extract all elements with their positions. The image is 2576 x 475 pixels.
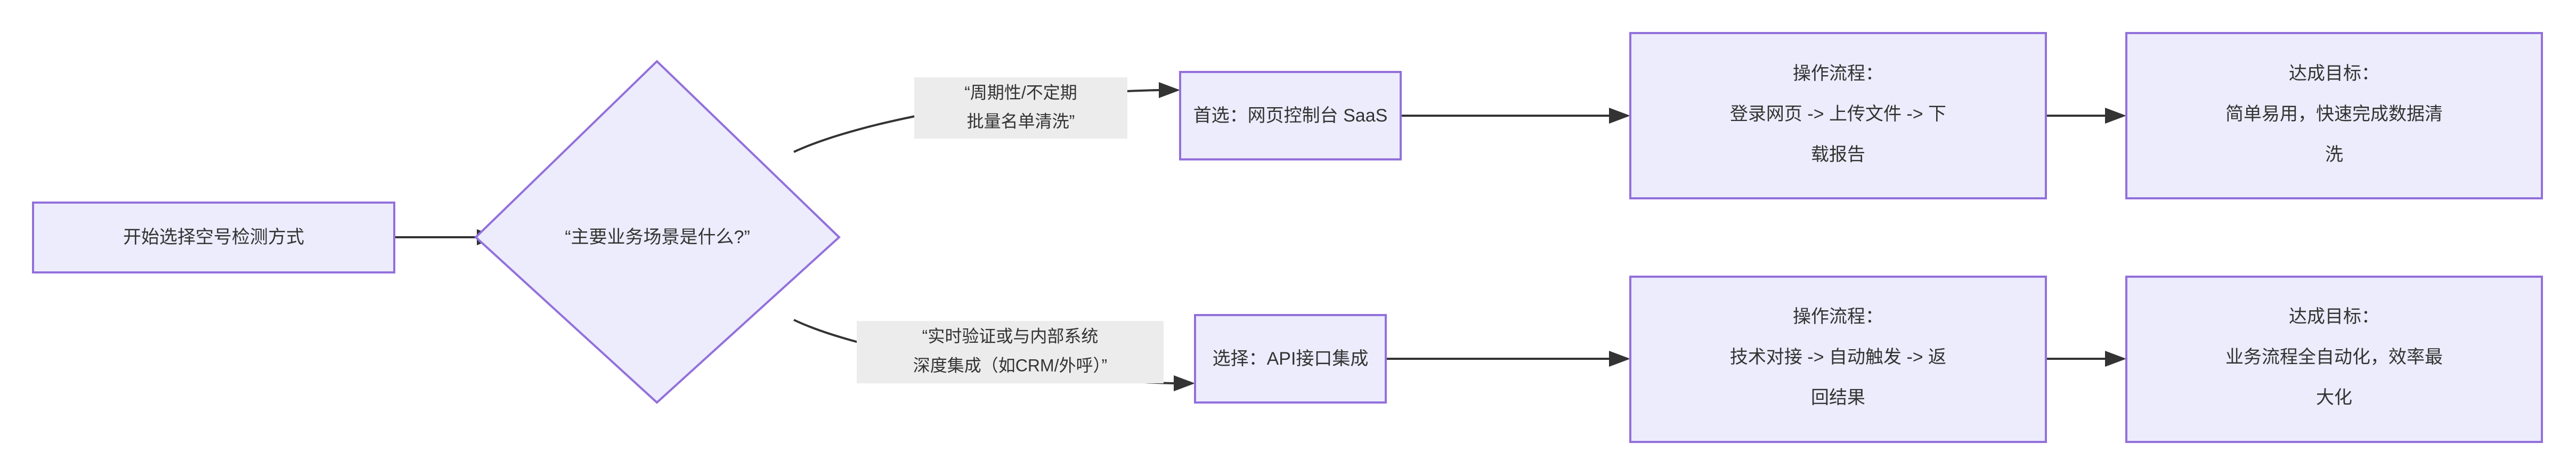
edge-api-process-to-goal bbox=[2046, 351, 2126, 367]
node-decision[interactable]: “主要业务场景是什么?” bbox=[474, 60, 841, 404]
node-api-process-line: 操作流程： bbox=[1793, 307, 1883, 327]
edge-label-line: 批量名单清洗” bbox=[967, 111, 1075, 131]
node-api-process-line: 技术对接 -> 自动触发 -> 返 bbox=[1730, 347, 1946, 367]
edge-label-line: “实时验证或与内部系统 bbox=[922, 326, 1099, 345]
edge-label-line: “周期性/不定期 bbox=[964, 83, 1077, 102]
node-saas-goal-line: 洗 bbox=[2325, 144, 2343, 165]
node-api-goal[interactable]: 达成目标： 业务流程全自动化，效率最 大化 bbox=[2125, 276, 2543, 443]
node-saas-goal-line: 简单易用，快速完成数据清 bbox=[2225, 104, 2443, 124]
node-api-choice[interactable]: 选择：API接口集成 bbox=[1194, 314, 1387, 404]
node-start-label: 开始选择空号检测方式 bbox=[123, 227, 304, 247]
node-api-goal-line: 业务流程全自动化，效率最 bbox=[2225, 347, 2443, 367]
node-saas-process-line: 登录网页 -> 上传文件 -> 下 bbox=[1730, 104, 1946, 124]
node-saas-goal-line: 达成目标： bbox=[2289, 63, 2379, 84]
edge-saas-process-to-goal bbox=[2046, 108, 2126, 124]
node-saas-choice-label: 首选：网页控制台 SaaS bbox=[1193, 106, 1388, 126]
node-api-process[interactable]: 操作流程： 技术对接 -> 自动触发 -> 返 回结果 bbox=[1629, 276, 2047, 443]
node-saas-choice[interactable]: 首选：网页控制台 SaaS bbox=[1179, 71, 1402, 160]
edge-label-line: 深度集成（如CRM/外呼）” bbox=[913, 356, 1107, 375]
node-api-goal-line: 达成目标： bbox=[2289, 307, 2379, 327]
node-api-goal-line: 大化 bbox=[2316, 388, 2352, 408]
node-api-process-line: 回结果 bbox=[1811, 388, 1865, 408]
node-start[interactable]: 开始选择空号检测方式 bbox=[32, 202, 395, 273]
edge-saas-to-process bbox=[1401, 108, 1630, 124]
edge-label-decision-to-api: “实时验证或与内部系统 深度集成（如CRM/外呼）” bbox=[857, 321, 1164, 383]
node-decision-label: “主要业务场景是什么?” bbox=[565, 227, 750, 247]
node-saas-process-line: 载报告 bbox=[1811, 144, 1865, 165]
node-saas-process[interactable]: 操作流程： 登录网页 -> 上传文件 -> 下 载报告 bbox=[1629, 32, 2047, 199]
edge-label-decision-to-saas: “周期性/不定期 批量名单清洗” bbox=[914, 77, 1127, 139]
node-saas-process-line: 操作流程： bbox=[1793, 63, 1883, 84]
node-api-choice-label: 选择：API接口集成 bbox=[1213, 349, 1369, 369]
edge-api-to-process bbox=[1386, 351, 1630, 367]
node-saas-goal[interactable]: 达成目标： 简单易用，快速完成数据清 洗 bbox=[2125, 32, 2543, 199]
